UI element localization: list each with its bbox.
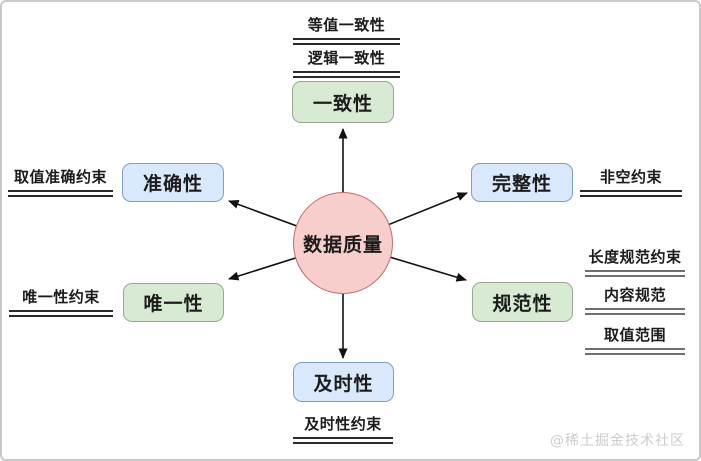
leaf-timeliness-constraint: 及时性约束	[293, 415, 393, 444]
leaf-label: 取值准确约束	[13, 168, 107, 186]
branch-label-accuracy: 准确性	[142, 173, 203, 195]
branch-box-normativity: 规范性	[472, 282, 573, 322]
center-topic-data-quality: 数据质量	[293, 192, 393, 294]
leaf-label: 唯一性约束	[22, 288, 100, 306]
double-underline	[580, 190, 682, 197]
branch-label-consistency: 一致性	[312, 92, 373, 115]
branch-box-uniqueness: 唯一性	[123, 283, 224, 322]
watermark: @稀土掘金技术社区	[550, 433, 685, 449]
leaf-label: 及时性约束	[304, 415, 382, 433]
branch-box-consistency: 一致性	[292, 81, 394, 123]
leaf-non-null-constraint: 非空约束	[580, 168, 682, 197]
leaf-value-range: 取值范围	[585, 326, 685, 355]
branch-box-completeness: 完整性	[471, 163, 573, 202]
double-underline	[9, 310, 113, 317]
leaf-length-norm-constraint: 长度规范约束	[585, 248, 685, 277]
double-underline	[585, 270, 685, 277]
branch-box-timeliness: 及时性	[293, 362, 394, 402]
leaf-label: 长度规范约束	[588, 248, 682, 266]
branch-box-accuracy: 准确性	[122, 163, 224, 202]
double-underline	[293, 437, 393, 444]
branch-label-completeness: 完整性	[491, 173, 552, 195]
leaf-label: 逻辑一致性	[307, 49, 386, 67]
leaf-label: 非空约束	[599, 168, 662, 186]
leaf-label: 等值一致性	[307, 16, 386, 34]
branch-label-normativity: 规范性	[492, 292, 553, 315]
leaf-label: 内容规范	[603, 286, 666, 304]
double-underline	[293, 71, 400, 78]
leaf-label: 取值范围	[603, 326, 666, 344]
leaf-equivalence-consistency: 等值一致性	[293, 16, 400, 45]
center-topic-label: 数据质量	[302, 233, 383, 256]
leaf-uniqueness-constraint: 唯一性约束	[9, 288, 113, 317]
double-underline	[585, 348, 685, 355]
double-underline	[293, 38, 400, 45]
double-underline	[8, 190, 113, 197]
double-underline	[585, 308, 685, 315]
leaf-value-accuracy-constraint: 取值准确约束	[8, 168, 113, 197]
branch-label-timeliness: 及时性	[313, 372, 374, 395]
branch-label-uniqueness: 唯一性	[143, 293, 204, 315]
leaf-content-norm: 内容规范	[585, 286, 685, 315]
leaf-logic-consistency: 逻辑一致性	[293, 49, 400, 78]
